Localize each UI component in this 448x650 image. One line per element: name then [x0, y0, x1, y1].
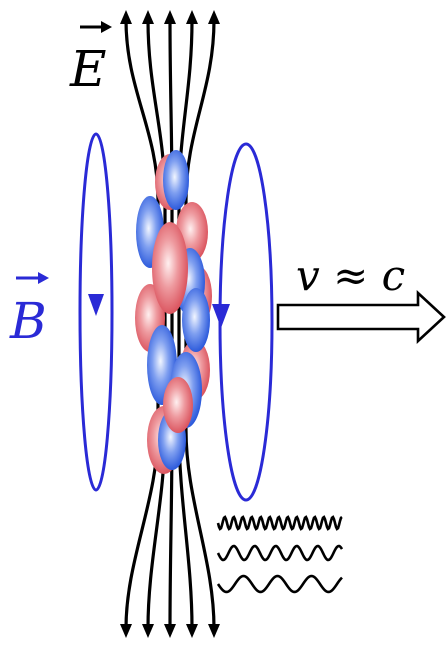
arrowhead-icon [208, 624, 220, 638]
b-field-label: B [9, 272, 49, 350]
e-field-label: E [69, 21, 112, 98]
radiation-waves [216, 515, 344, 594]
proton [152, 222, 188, 314]
vector-arrow-icon [16, 272, 49, 284]
velocity-arrow-icon [276, 290, 446, 344]
arrowhead-icon [186, 624, 198, 638]
magnetic-field-loop-left [78, 132, 114, 492]
electric-field-arrowheads [120, 10, 220, 638]
arrowhead-icon [120, 10, 132, 24]
neutron [163, 150, 189, 210]
arrowhead-icon [142, 10, 154, 24]
nucleus [135, 150, 212, 474]
proton [163, 377, 193, 433]
field-line [168, 18, 174, 630]
vector-arrow-icon [80, 21, 112, 33]
loop-direction-arrow-icon [212, 304, 230, 328]
photon-wave-icon [216, 544, 344, 562]
arrowhead-icon [142, 624, 154, 638]
velocity-label: v ≈ c [296, 251, 405, 300]
b-field-symbol: B [9, 292, 47, 350]
arrowhead-icon [164, 10, 176, 24]
photon-wave-icon [216, 515, 343, 531]
arrowhead-icon [208, 10, 220, 24]
arrowhead-icon [120, 624, 132, 638]
arrowhead-icon [164, 624, 176, 638]
neutron [182, 288, 210, 352]
photon-wave-icon [216, 574, 343, 594]
field-line [184, 18, 216, 630]
loop-direction-arrow-icon [88, 294, 104, 316]
arrowhead-icon [186, 10, 198, 24]
e-field-symbol: E [69, 40, 107, 98]
magnetic-field-loop-right [212, 142, 274, 502]
